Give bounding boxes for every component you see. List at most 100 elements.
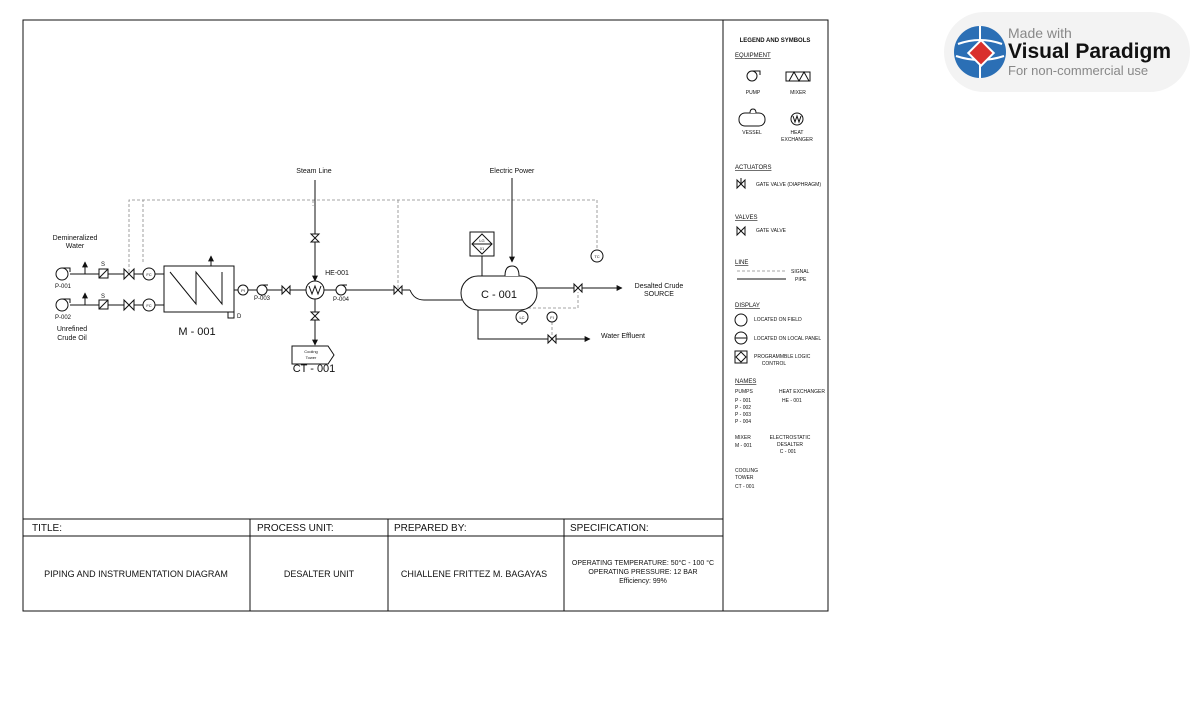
- svg-text:PROGRAMMBLE LOGIC: PROGRAMMBLE LOGIC: [754, 354, 811, 360]
- legend-valves-heading: VALVES: [735, 215, 757, 221]
- label-unrefined-1: Unrefined: [57, 326, 87, 333]
- tb-header-unit: PROCESS UNIT:: [257, 523, 334, 534]
- legend-field-icon: [734, 313, 748, 327]
- svg-text:P - 001: P - 001: [735, 398, 751, 404]
- svg-text:LG: LG: [479, 238, 484, 243]
- legend-vessel-icon: [738, 108, 766, 127]
- label-p004: P-004: [333, 297, 350, 303]
- svg-text:EXCHANGER: EXCHANGER: [781, 137, 813, 143]
- label-p003: P-003: [254, 296, 271, 302]
- label-p001: P-001: [55, 284, 72, 290]
- svg-text:MIXER: MIXER: [790, 90, 806, 96]
- valve-he-in: [281, 284, 291, 296]
- legend-actuators-heading: ACTUATORS: [735, 165, 771, 171]
- svg-text:VESSEL: VESSEL: [742, 130, 762, 136]
- svg-text:FI: FI: [550, 315, 554, 320]
- svg-text:Made with: Made with: [1008, 25, 1072, 41]
- label-demin-water-2: Water: [66, 243, 85, 250]
- pump-p001: [55, 267, 71, 281]
- label-unrefined-2: Crude Oil: [57, 335, 87, 342]
- fc-water: FC: [142, 267, 156, 281]
- legend-plc-icon: [734, 350, 748, 364]
- tb-header-title: TITLE:: [32, 523, 62, 534]
- label-p002: P-002: [55, 315, 72, 321]
- pump-p002: [55, 298, 71, 312]
- cooling-tower-ct001: [291, 345, 335, 365]
- svg-text:LOCATED ON LOCAL PANEL: LOCATED ON LOCAL PANEL: [754, 336, 821, 342]
- svg-text:TC: TC: [594, 254, 599, 259]
- valve-desalter-in: [393, 284, 403, 296]
- label-desalter: C - 001: [481, 289, 517, 301]
- tb-header-prepared: PREPARED BY:: [394, 523, 467, 534]
- svg-text:PIPE: PIPE: [795, 277, 807, 283]
- svg-text:D: D: [237, 314, 242, 320]
- visual-paradigm-watermark: Made with Visual Paradigm For non-commer…: [944, 12, 1190, 92]
- strainer-2: [98, 299, 109, 310]
- label-electric-power: Electric Power: [490, 168, 535, 175]
- desalter-vessel-c001: [460, 265, 538, 311]
- svg-text:FC: FC: [146, 303, 151, 308]
- legend-panel-icon: [734, 331, 748, 345]
- valve-water: [123, 267, 135, 281]
- strainer-1: [98, 268, 109, 279]
- legend-equipment-heading: EQUIPMENT: [735, 53, 771, 59]
- svg-text:01: 01: [480, 246, 485, 251]
- svg-text:Cooling: Cooling: [304, 349, 318, 354]
- svg-text:COOLING: COOLING: [735, 468, 758, 474]
- legend-mixer-icon: [785, 70, 811, 83]
- svg-text:CT - 001: CT - 001: [735, 484, 755, 490]
- fi-effluent: FI: [546, 311, 558, 323]
- svg-text:PI: PI: [241, 288, 245, 293]
- diagram-labels: Steam Line Electric Power Demineralized …: [53, 168, 684, 375]
- svg-text:P - 002: P - 002: [735, 405, 751, 411]
- svg-text:S: S: [101, 294, 105, 300]
- legend-hx-icon: [790, 112, 804, 126]
- svg-text:Visual Paradigm: Visual Paradigm: [1008, 40, 1171, 63]
- svg-text:MIXER: MIXER: [735, 435, 751, 441]
- label-desalted-1: Desalted Crude: [635, 283, 684, 290]
- visual-paradigm-logo-icon: [954, 26, 1006, 78]
- svg-text:Tower: Tower: [306, 355, 317, 360]
- svg-text:LOCATED ON FIELD: LOCATED ON FIELD: [754, 317, 802, 323]
- tb-process-unit: DESALTER UNIT: [284, 569, 355, 579]
- valve-crude: [123, 298, 135, 312]
- valve-cooling: [309, 311, 321, 321]
- svg-text:GATE VALVE: GATE VALVE: [756, 228, 787, 234]
- label-demin-water-1: Demineralized: [53, 235, 98, 242]
- pump-p003: [256, 284, 268, 296]
- pi-mixer-out: PI: [237, 284, 249, 296]
- svg-text:M - 001: M - 001: [735, 443, 752, 449]
- label-steam-line: Steam Line: [296, 168, 332, 175]
- title-block: TITLE: PROCESS UNIT: PREPARED BY: SPECIF…: [23, 518, 723, 611]
- tc-outlet: TC: [590, 249, 604, 263]
- tb-spec-pressure: OPERATING PRESSURE: 12 BAR: [588, 569, 697, 576]
- plc-lg01: [469, 231, 495, 257]
- legend-gate-valve-icon: [736, 225, 746, 237]
- tb-spec-efficiency: Efficiency: 99%: [619, 578, 667, 585]
- process-pipes: [70, 178, 623, 346]
- svg-text:CONTROL: CONTROL: [762, 361, 787, 367]
- drawing-border: [22, 19, 829, 612]
- fc-crude: FC: [142, 298, 156, 312]
- label-he: HE-001: [325, 270, 349, 277]
- svg-text:P - 004: P - 004: [735, 419, 751, 425]
- legend-names-heading: NAMES: [735, 379, 756, 385]
- svg-text:ELECTROSTATIC: ELECTROSTATIC: [770, 435, 811, 441]
- heat-exchanger-he001: [305, 280, 325, 300]
- label-desalted-2: SOURCE: [644, 291, 674, 298]
- label-water-effluent: Water Effluent: [601, 333, 645, 340]
- valve-effluent: [547, 333, 557, 345]
- svg-text:FC: FC: [146, 272, 151, 277]
- svg-text:PUMPS: PUMPS: [735, 389, 753, 395]
- svg-text:S: S: [101, 262, 105, 268]
- svg-text:DESALTER: DESALTER: [777, 442, 803, 448]
- legend-panel: LEGEND AND SYMBOLS EQUIPMENT PUMP MIXER …: [734, 38, 825, 490]
- svg-text:HEAT: HEAT: [791, 130, 804, 136]
- svg-text:HEAT EXCHANGER: HEAT EXCHANGER: [779, 389, 825, 395]
- legend-display-heading: DISPLAY: [735, 303, 760, 309]
- mixer-m001: [163, 265, 235, 319]
- label-cooling-tower: CT - 001: [293, 363, 336, 375]
- svg-text:For non-commercial use: For non-commercial use: [1008, 63, 1148, 78]
- valve-desalted-out: [573, 282, 583, 294]
